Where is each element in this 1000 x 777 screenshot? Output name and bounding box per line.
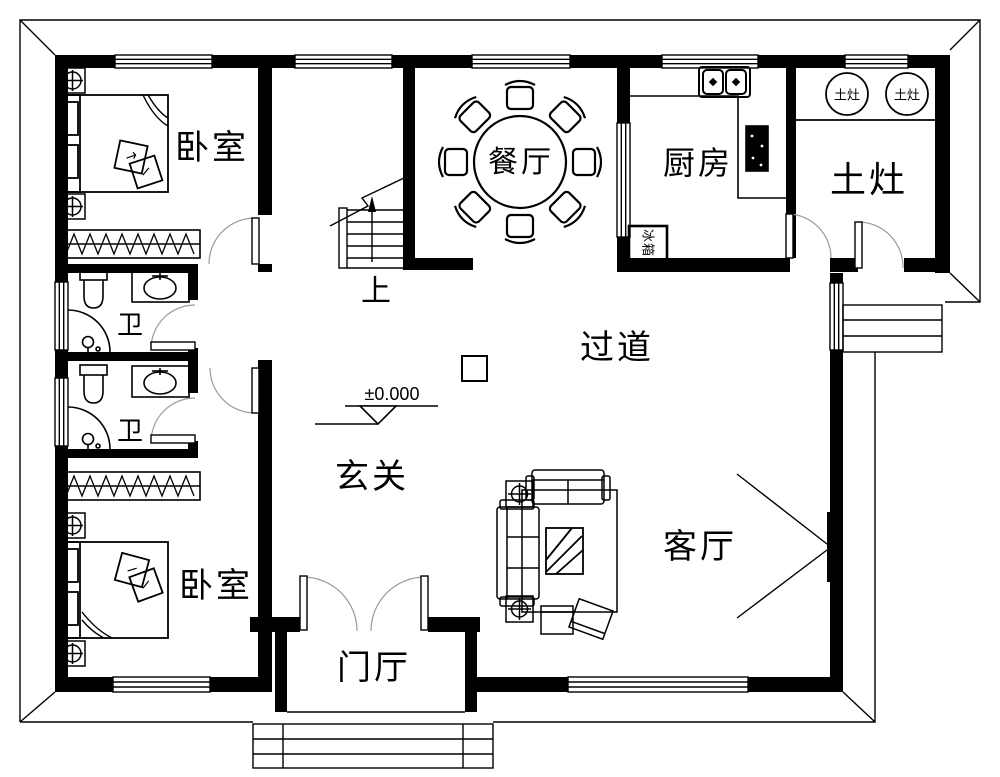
side-steps bbox=[842, 304, 943, 353]
label-bath-bottom: 卫 bbox=[116, 416, 144, 446]
coffee-table bbox=[545, 527, 584, 575]
bathroom-top-fixtures bbox=[67, 269, 190, 353]
column bbox=[461, 355, 488, 382]
dining-chairs bbox=[437, 79, 603, 245]
label-bedroom-bottom: 卧室 bbox=[179, 567, 253, 605]
label-entry-hall: 玄关 bbox=[335, 458, 409, 496]
label-stairs-up: 上 bbox=[361, 275, 391, 308]
label-level-mark: ±0.000 bbox=[364, 384, 420, 404]
cooktop bbox=[745, 125, 769, 172]
label-bedroom-top: 卧室 bbox=[175, 129, 249, 167]
label-porch: 门厅 bbox=[337, 649, 411, 687]
stove-room-fixtures bbox=[796, 72, 935, 121]
fridge-box bbox=[627, 224, 669, 262]
tv-symbol bbox=[736, 473, 834, 619]
label-stove-unit-1: 土灶 bbox=[833, 87, 861, 103]
stove-circle-2 bbox=[885, 72, 929, 116]
wardrobe-bottom bbox=[61, 471, 201, 501]
doors bbox=[150, 213, 904, 632]
fan-symbols bbox=[59, 67, 86, 667]
side-table-top bbox=[505, 480, 534, 508]
label-stove-unit-2: 土灶 bbox=[893, 87, 921, 103]
chair-tilted bbox=[567, 597, 615, 641]
windows bbox=[54, 54, 909, 693]
eave-outline bbox=[19, 19, 981, 723]
label-hallway: 过道 bbox=[580, 329, 654, 367]
label-dining: 餐厅 bbox=[488, 146, 554, 179]
bed-top bbox=[61, 94, 169, 193]
sofa-two-seat bbox=[525, 469, 611, 505]
bed-bottom bbox=[61, 541, 169, 639]
sofa-set bbox=[496, 469, 618, 641]
kitchen-sink bbox=[698, 66, 751, 98]
chair-straight bbox=[540, 605, 574, 635]
label-stove-room: 土灶 bbox=[829, 159, 909, 200]
porch-steps bbox=[252, 711, 494, 769]
bathroom-bottom-fixtures bbox=[67, 364, 190, 450]
stairs bbox=[329, 177, 405, 269]
label-kitchen: 厨房 bbox=[662, 145, 734, 181]
wardrobe-top bbox=[61, 229, 201, 259]
label-bath-top: 卫 bbox=[116, 310, 144, 340]
sofa-three-seat bbox=[496, 499, 540, 607]
dining-set bbox=[437, 79, 603, 245]
side-table-bottom bbox=[505, 595, 534, 623]
label-fridge: 冰箱 bbox=[640, 228, 656, 258]
stove-circle-1 bbox=[825, 72, 869, 116]
level-symbol bbox=[315, 405, 438, 426]
label-living-room: 客厅 bbox=[663, 528, 737, 566]
kitchen-fixtures bbox=[627, 66, 786, 262]
